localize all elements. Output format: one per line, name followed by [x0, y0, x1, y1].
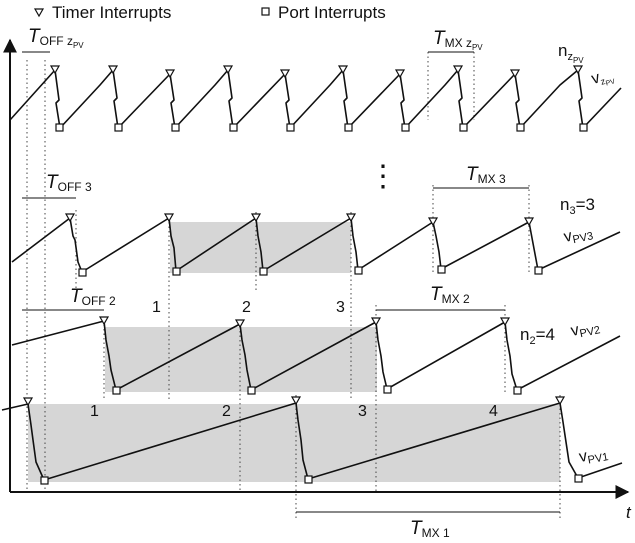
n2-label: n2=4 [520, 325, 555, 347]
t-off-zpv-label: TOFF zPV [28, 26, 84, 50]
t-off-2-label: TOFF 2 [70, 286, 116, 308]
waveform-row-2 [11, 320, 621, 391]
row3-count-2: 2 [242, 299, 251, 316]
shaded-region-row1 [28, 404, 560, 482]
t-axis-label: t [626, 503, 632, 522]
waveform-row-top [9, 69, 622, 129]
waveform-row-1 [1, 402, 623, 481]
port-markers [40, 123, 588, 485]
v-zpv-label: vzPV [590, 66, 617, 91]
n-zpv-label: nzPV [558, 41, 584, 65]
v-pv3-label: vPV3 [562, 223, 594, 248]
timer-legend-label: Timer Interrupts [52, 3, 171, 22]
dimension-lines [22, 51, 560, 513]
port-legend-label: Port Interrupts [278, 3, 386, 22]
row3-count-3: 3 [336, 299, 345, 316]
t-mx-2-label: TMX 2 [430, 284, 470, 306]
row2-count-3: 3 [358, 403, 367, 420]
row2-count-2: 2 [222, 403, 231, 420]
port-legend-icon [261, 7, 270, 16]
n3-label: n3=3 [560, 195, 595, 217]
t-mx-zpv-label: TMX zPV [433, 28, 483, 52]
row2-count-1: 1 [90, 403, 99, 420]
v-pv2-label: vPV2 [569, 317, 601, 342]
timer-markers [22, 65, 584, 407]
t-off-3-label: TOFF 3 [46, 172, 92, 194]
row2-count-4: 4 [489, 403, 498, 420]
row3-count-1: 1 [152, 299, 161, 316]
t-mx-1-label: TMX 1 [410, 518, 450, 540]
vertical-ellipsis: ⋮ [368, 160, 398, 193]
v-pv1-label: vPV1 [578, 444, 610, 468]
timer-legend-icon [33, 8, 45, 18]
legend: Timer Interrupts Port Interrupts [33, 3, 386, 22]
t-mx-3-label: TMX 3 [466, 164, 506, 186]
